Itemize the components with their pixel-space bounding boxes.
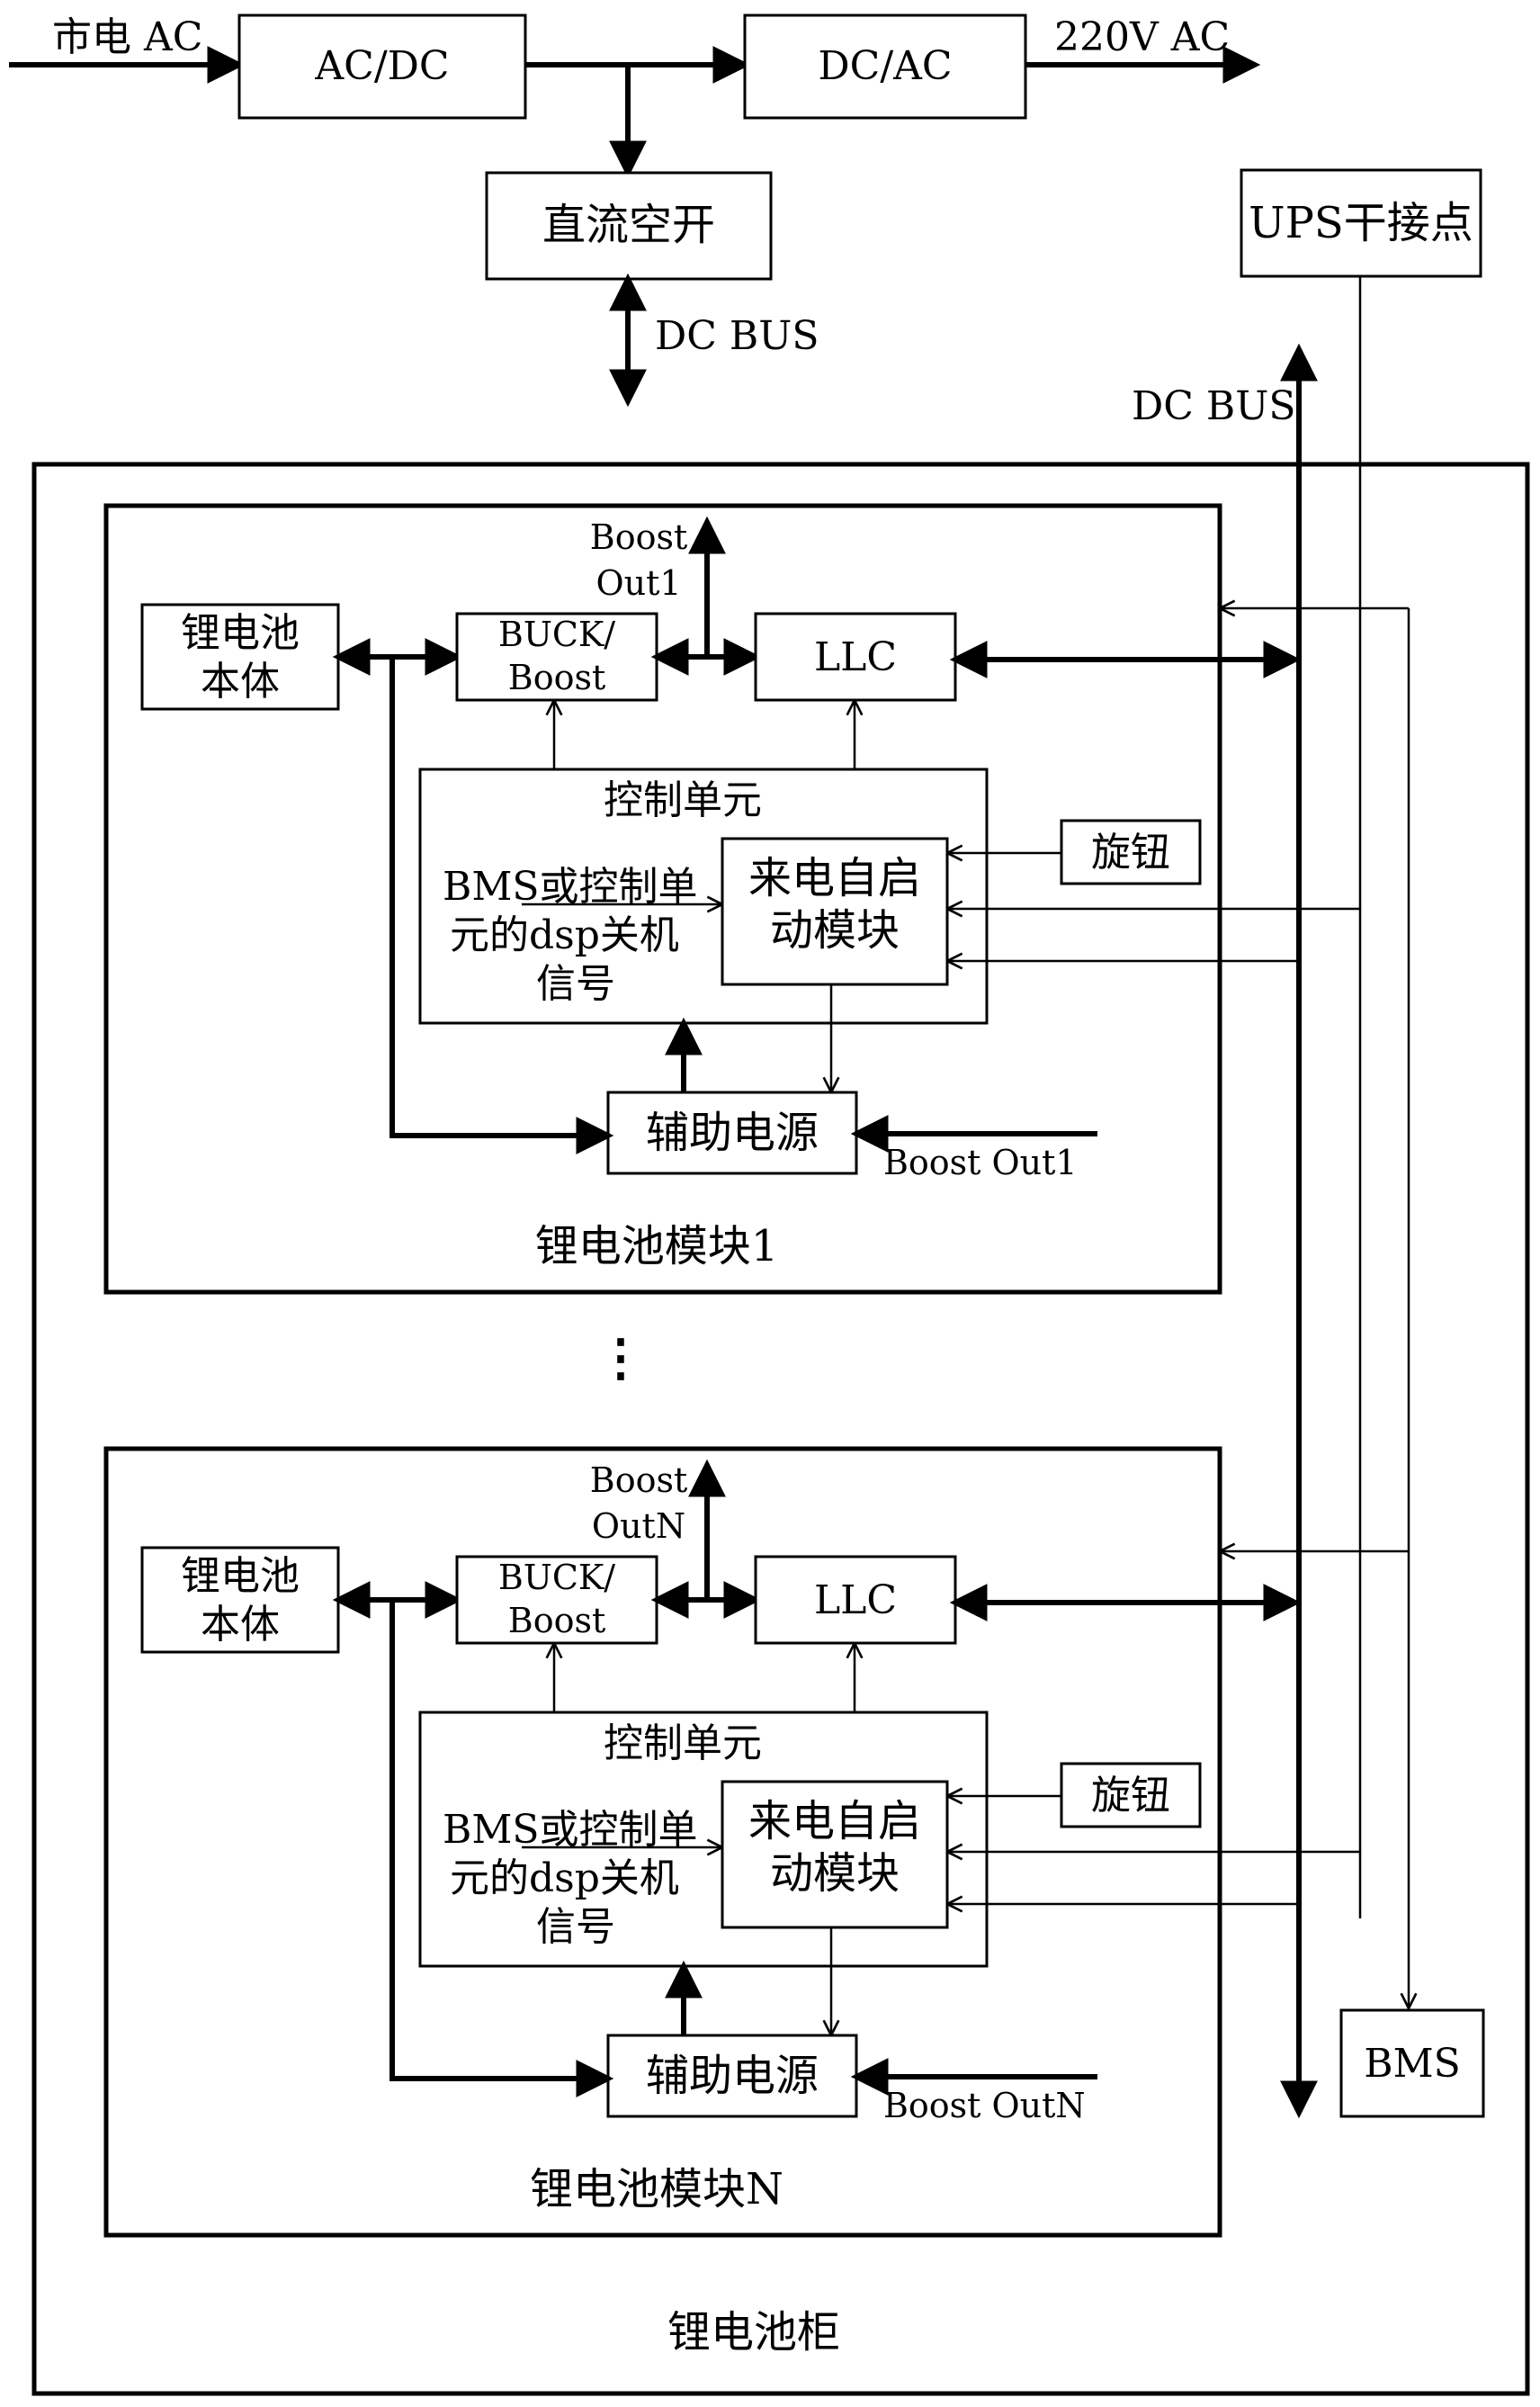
aux-power-block [606,2034,858,2118]
auto-start-label-1: 来电自启 [748,1796,921,1846]
bms-label: BMS [1364,2041,1461,2087]
ups-dry-contact-block [1240,168,1482,278]
dcac-block [743,13,1027,120]
control-unit-label: 控制单元 [604,1720,762,1766]
ellipsis: ⋮ [595,1328,646,1388]
auto-start-label-1: 来电自启 [748,853,921,903]
boost-out-label-2: Out1 [595,563,681,603]
battery-body-label-2: 本体 [201,1602,280,1648]
shutdown-signal-label-2: 元的dsp关机 [450,912,679,958]
shutdown-signal-label-1: BMS或控制单 [443,864,698,910]
shutdown-signal-label-3: 信号 [536,1904,615,1950]
buck-boost-label-2: Boost [508,658,605,697]
battery-to-aux-arrow [389,657,614,1154]
llc-label: LLC [814,634,897,680]
aux-power-label: 辅助电源 [646,1108,819,1158]
shutdown-signal-label-1: BMS或控制单 [443,1807,698,1853]
bms-block [1339,2008,1485,2118]
knob-label: 旋钮 [1091,1773,1170,1819]
module-title: 锂电池模块N [530,2164,783,2214]
ups-dry-contact-label: UPS干接点 [1249,198,1473,248]
boost-out-label-2: OutN [592,1506,685,1546]
buck-boost-label-1: BUCK/ [498,615,615,654]
aux-boost-out-label: Boost OutN [883,2086,1086,2125]
shutdown-signal-label-2: 元的dsp关机 [450,1855,679,1901]
auto-start-label-2: 动模块 [770,1848,900,1899]
battery-to-aux-arrow [389,1600,614,2097]
dc-breaker-block [485,171,773,281]
dc-bus-right-label: DC BUS [1132,383,1296,429]
battery-body-label-2: 本体 [201,659,280,705]
shutdown-signal-label-3: 信号 [536,961,615,1007]
top-section: 市电 AC AC/DC DC/AC 220V AC 直流空开 DC BUS UP… [9,13,1482,429]
battery-body-label-1: 锂电池 [181,1553,300,1599]
battery-body-label-1: 锂电池 [181,610,300,656]
dcac-label: DC/AC [818,43,952,89]
aux-boost-out-label: Boost Out1 [883,1143,1078,1182]
auto-start-block [721,837,949,986]
boost-out-label-1: Boost [590,1460,687,1500]
buck-boost-label-2: Boost [508,1601,605,1640]
knob-label: 旋钮 [1091,830,1170,876]
cabinet-label: 锂电池柜 [667,2307,840,2358]
dc-breaker-label: 直流空开 [542,200,715,250]
auto-start-label-2: 动模块 [770,905,900,956]
aux-power-label: 辅助电源 [646,2051,819,2101]
module-frame [103,503,1222,1295]
battery-module-1: 锂电池模块1 Boost Out1 锂电池 本体 BUCK/ Boost LLC… [103,503,1409,1295]
auto-start-block [721,1780,949,1929]
acdc-label: AC/DC [314,43,449,89]
battery-body-block [140,603,340,711]
boost-out-label-1: Boost [590,517,687,557]
output-ac-label: 220V AC [1054,14,1230,60]
llc-label: LLC [814,1577,897,1623]
knob-block [1060,819,1202,885]
module-frame [103,1446,1222,2238]
mains-ac-label: 市电 AC [52,14,202,60]
control-unit-label: 控制单元 [604,777,762,823]
buck-boost-label-1: BUCK/ [498,1558,615,1597]
module-title: 锂电池模块1 [535,1221,779,1271]
battery-cabinet-frame [31,462,1530,2396]
buck-boost-block [455,612,658,702]
battery-module-n: 锂电池模块N Boost OutN 锂电池 本体 BUCK/ Boost LLC… [103,1446,1409,2238]
dc-bus-top-label: DC BUS [655,313,819,359]
